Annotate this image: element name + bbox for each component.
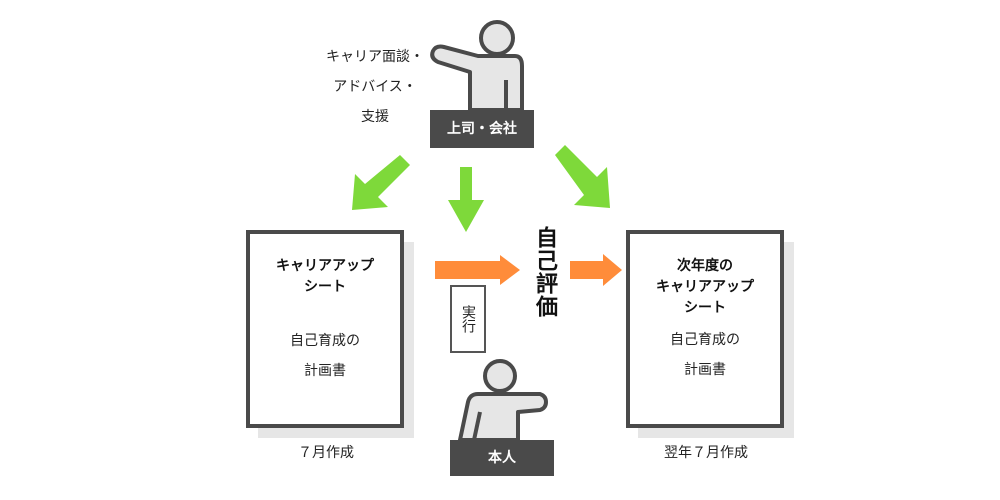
body-line: 自己育成の bbox=[670, 332, 740, 348]
sheet-current-caption: ７月作成 bbox=[298, 445, 354, 461]
sheet-next-caption: 翌年７月作成 bbox=[664, 445, 748, 461]
sheet-next: 次年度の キャリアアップ シート 自己育成の 計画書 bbox=[626, 230, 784, 428]
green-arrow-down-right bbox=[555, 145, 610, 208]
orange-arrow-evaluate bbox=[570, 254, 622, 286]
execution-label: 実行 bbox=[450, 285, 486, 353]
body-line: 計画書 bbox=[304, 363, 346, 379]
sheet-next-body: 自己育成の 計画書 bbox=[630, 325, 780, 385]
self-evaluation-label: 自己評価 bbox=[532, 226, 557, 318]
title-line: キャリアアップ bbox=[656, 279, 754, 295]
note-line: アドバイス・ bbox=[333, 79, 417, 95]
body-line: 計画書 bbox=[684, 362, 726, 378]
green-arrow-down bbox=[448, 167, 484, 232]
supervisor-label: 上司・会社 bbox=[430, 110, 534, 148]
title-line: シート bbox=[304, 279, 346, 295]
self-label: 本人 bbox=[450, 440, 554, 476]
note-line: 支援 bbox=[361, 109, 389, 125]
title-line: シート bbox=[684, 300, 726, 316]
title-line: 次年度の bbox=[677, 258, 733, 274]
sheet-next-title: 次年度の キャリアアップ シート bbox=[630, 256, 780, 319]
self-figure-icon bbox=[458, 359, 548, 442]
sheet-current-body: 自己育成の 計画書 bbox=[250, 326, 400, 386]
orange-arrow-execute bbox=[435, 255, 520, 285]
body-line: 自己育成の bbox=[290, 333, 360, 349]
supervisor-figure-icon bbox=[430, 20, 524, 112]
supervisor-note: キャリア面談・ アドバイス・ 支援 bbox=[300, 42, 450, 132]
note-line: キャリア面談・ bbox=[326, 49, 424, 65]
sheet-current: キャリアアップ シート 自己育成の 計画書 bbox=[246, 230, 404, 428]
sheet-current-title: キャリアアップ シート bbox=[250, 256, 400, 298]
green-arrow-down-left bbox=[352, 155, 410, 210]
title-line: キャリアアップ bbox=[276, 258, 374, 274]
